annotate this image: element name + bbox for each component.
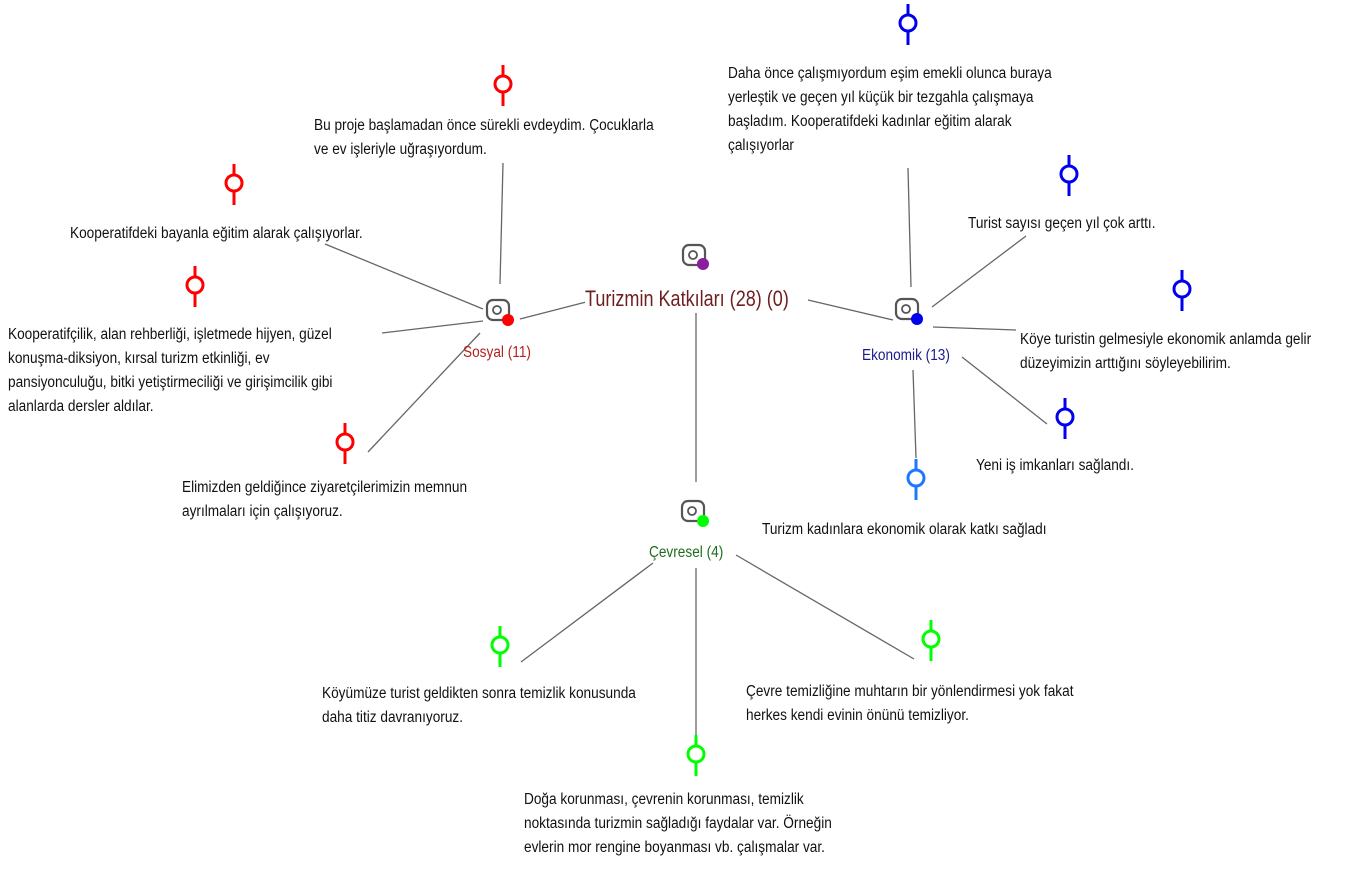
edge-ekonomik-turist — [931, 235, 1027, 308]
edge-sosyal-ziyaretci — [367, 332, 481, 453]
code-icon-sosyal[interactable] — [485, 296, 519, 330]
quote-text-dersler: Kooperatifçilik, alan rehberliği, işletm… — [8, 323, 332, 419]
edge-cevresel-muhtar — [735, 554, 915, 660]
quote-line: Bu proje başlamadan önce sürekli evdeydi… — [314, 117, 654, 134]
quote-marker-icon[interactable] — [1171, 270, 1193, 312]
quote-line: Daha önce çalışmıyordum eşim emekli olun… — [728, 65, 1052, 82]
edge-ekonomik-gelir — [932, 326, 1017, 331]
quote-text-temizlik: Köyümüze turist geldikten sonra temizlik… — [322, 682, 636, 730]
quote-marker-icon[interactable] — [685, 735, 707, 777]
quote-line: evlerin mor rengine boyanması vb. çalışm… — [524, 839, 825, 856]
quote-text-doga: Doğa korunması, çevrenin korunması, temi… — [524, 788, 832, 860]
quote-text-katki: Turizm kadınlara ekonomik olarak katkı s… — [762, 518, 1047, 542]
quote-marker-icon[interactable] — [905, 459, 927, 501]
quote-line: Çevre temizliğine muhtarın bir yönlendir… — [746, 683, 1074, 700]
edge-ekonomik-katki — [912, 369, 917, 459]
quote-line: alanlarda dersler aldılar. — [8, 398, 154, 415]
quote-line: pansiyonculuğu, bitki yetiştirmeciliği v… — [8, 374, 333, 391]
quote-marker-icon[interactable] — [920, 620, 942, 662]
quote-text-evdeydim: Bu proje başlamadan önce sürekli evdeydi… — [314, 114, 654, 162]
quote-line: Kooperatifçilik, alan rehberliği, işletm… — [8, 326, 332, 343]
quote-marker-icon[interactable] — [334, 423, 356, 465]
quote-text-ziyaretci: Elimizden geldiğince ziyaretçilerimizin … — [182, 476, 467, 524]
quote-line: Yeni iş imkanları sağlandı. — [976, 457, 1134, 474]
quote-line: Turist sayısı geçen yıl çok arttı. — [968, 215, 1156, 232]
quote-line: başladım. Kooperatifdeki kadınlar eğitim… — [728, 113, 1012, 130]
quote-line: Turizm kadınlara ekonomik olarak katkı s… — [762, 521, 1047, 538]
group-label-sosyal[interactable]: Sosyal (11) — [463, 344, 531, 361]
quote-marker-icon[interactable] — [1054, 398, 1076, 440]
group-label-cevresel[interactable]: Çevresel (4) — [649, 544, 724, 561]
quote-line: daha titiz davranıyoruz. — [322, 709, 464, 726]
quote-line: Köyümüze turist geldikten sonra temizlik… — [322, 685, 636, 702]
edge-cevresel-temizlik — [520, 562, 654, 663]
edge-root-ekonomik — [807, 299, 894, 321]
quote-marker-icon[interactable] — [1058, 155, 1080, 197]
edge-root-sosyal — [519, 300, 591, 320]
quote-text-turist-sayisi: Turist sayısı geçen yıl çok arttı. — [968, 212, 1155, 236]
quote-line: Elimizden geldiğince ziyaretçilerimizin … — [182, 479, 468, 496]
quote-marker-icon[interactable] — [489, 626, 511, 668]
quote-marker-icon[interactable] — [897, 4, 919, 46]
edge-sosyal-evdeydim — [499, 162, 504, 285]
quote-marker-icon[interactable] — [184, 266, 206, 308]
edge-sosyal-bayanla — [324, 243, 484, 310]
quote-marker-icon[interactable] — [223, 164, 245, 206]
quote-line: yerleştik ve geçen yıl küçük bir tezgahl… — [728, 89, 1034, 106]
quote-line: çalışıyorlar — [728, 137, 794, 154]
quote-marker-icon[interactable] — [492, 65, 514, 107]
quote-line: Kooperatifdeki bayanla eğitim alarak çal… — [70, 225, 363, 242]
root-node-label[interactable]: Turizmin Katkıları (28) (0) — [585, 286, 789, 312]
quote-line: düzeyimizin arttığını söyleyebilirim. — [1020, 355, 1231, 372]
quote-line: ayrılmaları için çalışıyoruz. — [182, 503, 343, 520]
code-icon-cevresel[interactable] — [680, 497, 714, 531]
quote-line: herkes kendi evinin önünü temizliyor. — [746, 707, 969, 724]
quote-text-is: Yeni iş imkanları sağlandı. — [976, 454, 1134, 478]
quote-line: ve ev işleriyle uğraşıyordum. — [314, 141, 487, 158]
quote-line: konuşma-diksiyon, kırsal turizm etkinliğ… — [8, 350, 270, 367]
quote-line: Köye turistin gelmesiyle ekonomik anlamd… — [1020, 331, 1312, 348]
quote-line: noktasında turizmin sağladığı faydalar v… — [524, 815, 832, 832]
quote-text-gelir: Köye turistin gelmesiyle ekonomik anlamd… — [1020, 328, 1311, 376]
code-family-icon[interactable] — [681, 241, 715, 275]
code-icon-ekonomik[interactable] — [894, 295, 928, 329]
group-label-ekonomik[interactable]: Ekonomik (13) — [862, 347, 950, 364]
quote-text-tezgah: Daha önce çalışmıyordum eşim emekli olun… — [728, 62, 1052, 158]
edge-sosyal-dersler — [381, 320, 484, 334]
quote-line: Doğa korunması, çevrenin korunması, temi… — [524, 791, 804, 808]
quote-text-muhtar: Çevre temizliğine muhtarın bir yönlendir… — [746, 680, 1073, 728]
edge-ekonomik-is — [961, 356, 1048, 425]
edge-ekonomik-tezgah — [907, 167, 912, 288]
quote-text-bayanla: Kooperatifdeki bayanla eğitim alarak çal… — [70, 222, 363, 246]
